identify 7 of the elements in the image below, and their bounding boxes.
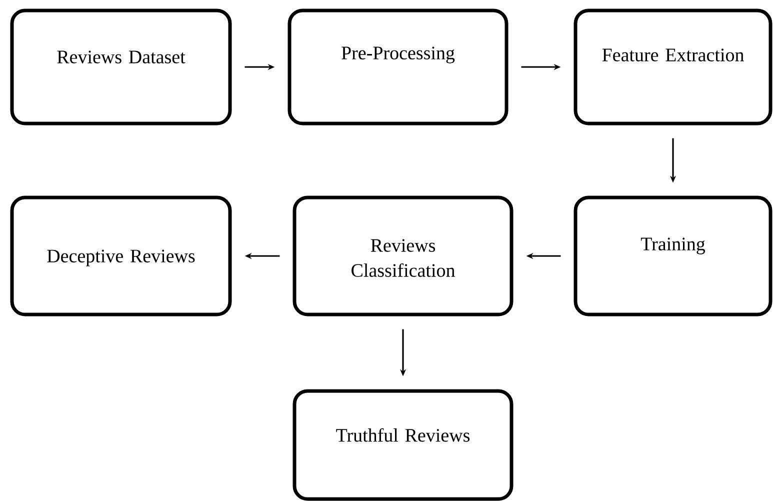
process-box: Training — [574, 196, 772, 316]
process-box: Truthful Reviews — [292, 389, 514, 501]
process-box: Pre-Processing — [288, 8, 508, 126]
process-box: Reviews Classification — [292, 196, 514, 316]
process-box: Feature Extraction — [574, 8, 772, 126]
process-box: Reviews Dataset — [10, 8, 232, 126]
process-box: Deceptive Reviews — [10, 196, 232, 316]
